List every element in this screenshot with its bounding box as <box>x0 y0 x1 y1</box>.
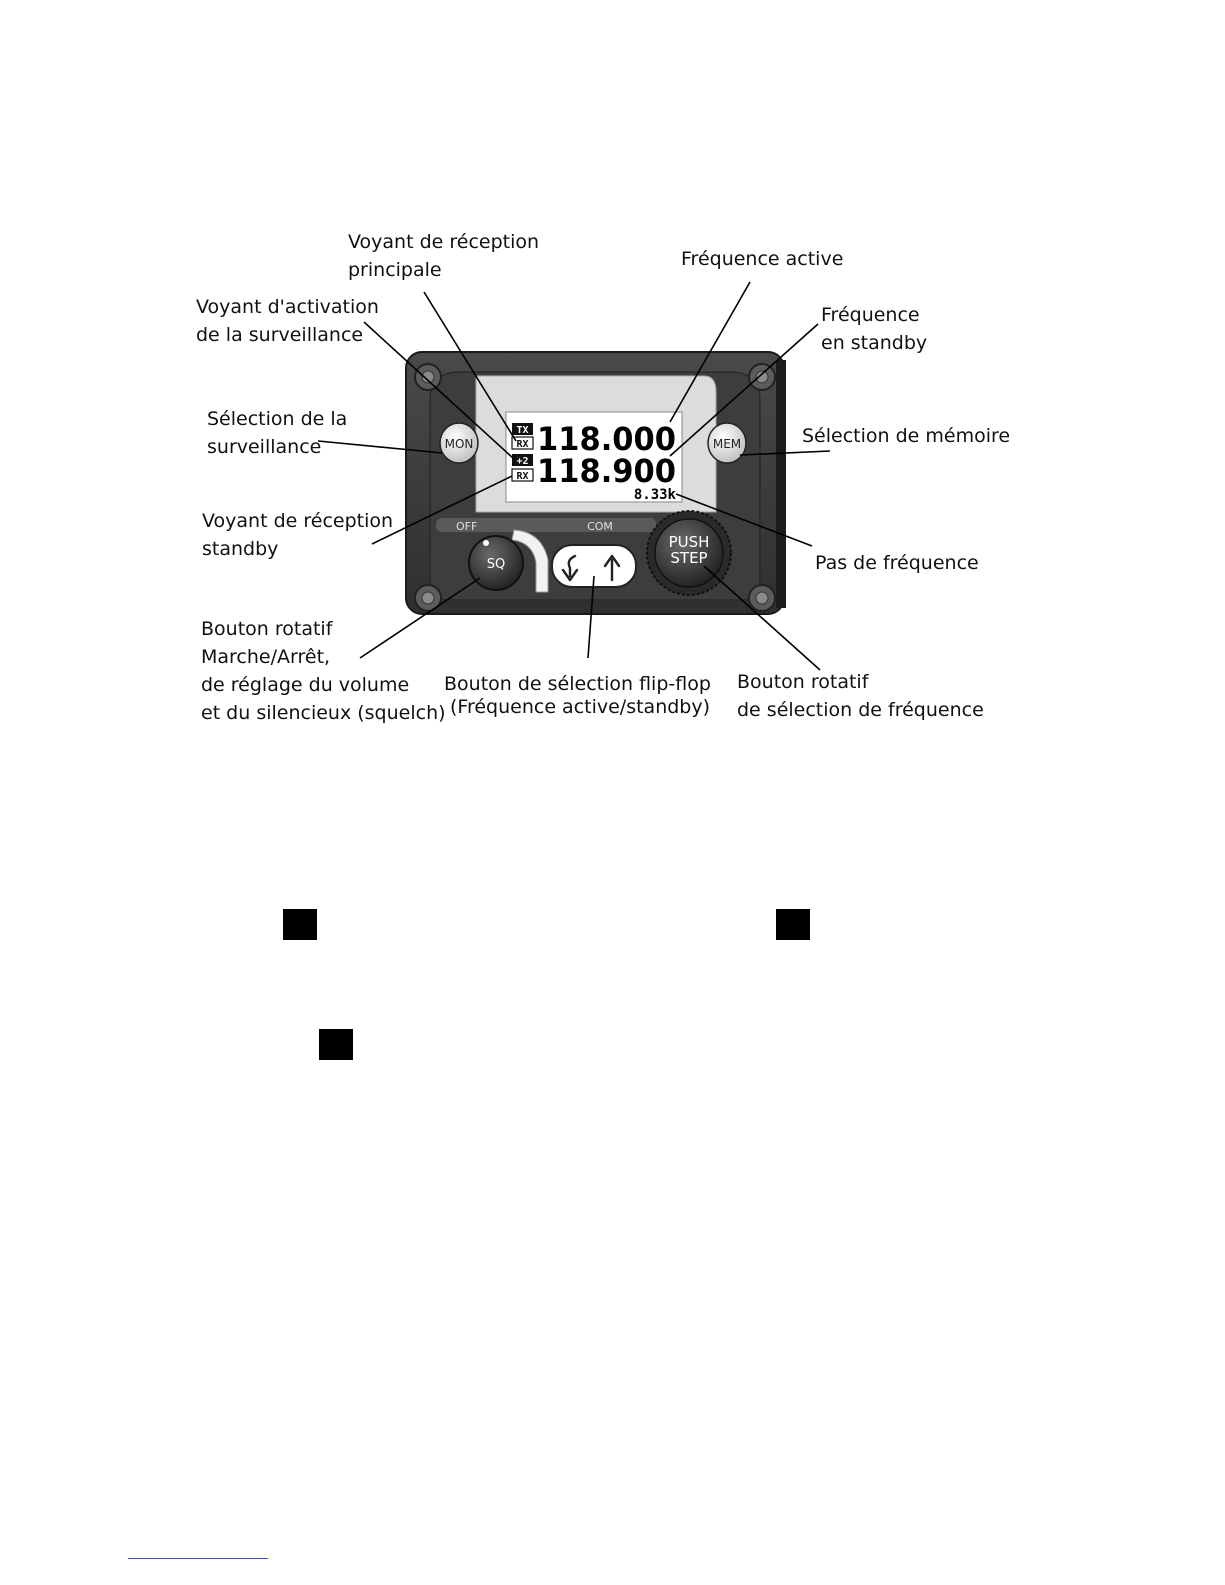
sq-knob-label: SQ <box>487 557 505 572</box>
screw-bottom-right <box>748 584 776 612</box>
leader-active-frequency <box>669 281 751 423</box>
volume-arc <box>511 529 549 593</box>
display-screen <box>505 411 683 503</box>
leader-lines <box>317 281 831 671</box>
label-frequency-step: Pas de fréquence <box>815 552 979 574</box>
label-main-rx-indicator: Voyant de réception principale <box>348 231 545 281</box>
main-rx-indicator-label: RX <box>516 439 528 450</box>
flip-flop-button[interactable] <box>551 544 637 588</box>
radio-unit: TX RX +2 RX 118.000 118.900 8.33k MON ME… <box>405 351 786 615</box>
callout-labels: Voyant de réception principale Fréquence… <box>196 231 1010 724</box>
leader-main-rx-indicator <box>423 291 517 442</box>
label-flip-flop-button: Bouton de sélection flip-flop (Fréquence… <box>444 673 717 718</box>
leader-memory-select <box>739 450 831 456</box>
radio-housing-side <box>776 360 786 608</box>
standby-rx-indicator <box>511 468 534 482</box>
square-glyph-2 <box>776 909 810 940</box>
lower-panel-strip <box>436 518 656 532</box>
tx-indicator <box>512 423 533 435</box>
leader-flip-flop-button <box>587 575 595 659</box>
mem-button-label: MEM <box>713 437 741 451</box>
monitor-indicator <box>512 454 533 466</box>
arrow-up-icon <box>603 554 621 582</box>
frequency-step-display: 8.33k <box>634 487 677 503</box>
leader-monitor-select <box>317 440 443 454</box>
sq-knob-marker <box>483 540 489 546</box>
screw-top-right <box>748 363 776 391</box>
push-step-label-line1: PUSH <box>669 533 710 551</box>
mon-button-label: MON <box>445 437 474 451</box>
monitor-indicator-label: +2 <box>516 456 528 467</box>
leader-monitor-active-indicator <box>363 321 515 460</box>
screw-bottom-left <box>414 584 442 612</box>
label-standby-rx-indicator: Voyant de réception standby <box>202 510 399 560</box>
label-memory-select: Sélection de mémoire <box>802 425 1010 447</box>
tx-indicator-label: TX <box>516 425 528 436</box>
label-power-volume-knob: Bouton rotatif Marche/Arrêt, de réglage … <box>201 618 446 724</box>
screw-top-left <box>414 363 442 391</box>
push-step-label-line2: STEP <box>670 549 707 567</box>
square-glyph-1 <box>283 909 317 940</box>
leader-standby-frequency <box>669 323 819 457</box>
main-rx-indicator <box>511 436 534 450</box>
leader-frequency-knob <box>703 565 821 671</box>
leader-frequency-step <box>675 493 813 547</box>
leader-power-volume-knob <box>359 577 481 659</box>
active-frequency-display: 118.000 <box>537 420 676 458</box>
mem-button[interactable]: MEM <box>707 422 747 464</box>
footnote-rule <box>128 1558 268 1559</box>
off-label: OFF <box>456 520 477 533</box>
leader-standby-rx-indicator <box>371 475 513 545</box>
square-glyph-3 <box>319 1029 353 1060</box>
standby-rx-indicator-label: RX <box>516 471 528 482</box>
label-standby-frequency: Fréquence en standby <box>821 304 927 354</box>
label-active-frequency: Fréquence active <box>681 248 843 270</box>
standby-frequency-display: 118.900 <box>537 452 676 490</box>
sq-knob[interactable]: SQ <box>468 535 524 591</box>
push-step-knob[interactable]: PUSH STEP <box>646 510 732 596</box>
mon-button[interactable]: MON <box>439 422 479 464</box>
label-monitor-select: Sélection de la surveillance <box>207 408 353 458</box>
arrow-down-icon <box>561 554 579 582</box>
label-frequency-knob: Bouton rotatif de sélection de fréquence <box>737 671 984 721</box>
com-label: COM <box>587 520 613 533</box>
label-monitor-active-indicator: Voyant d'activation de la surveillance <box>196 296 385 346</box>
